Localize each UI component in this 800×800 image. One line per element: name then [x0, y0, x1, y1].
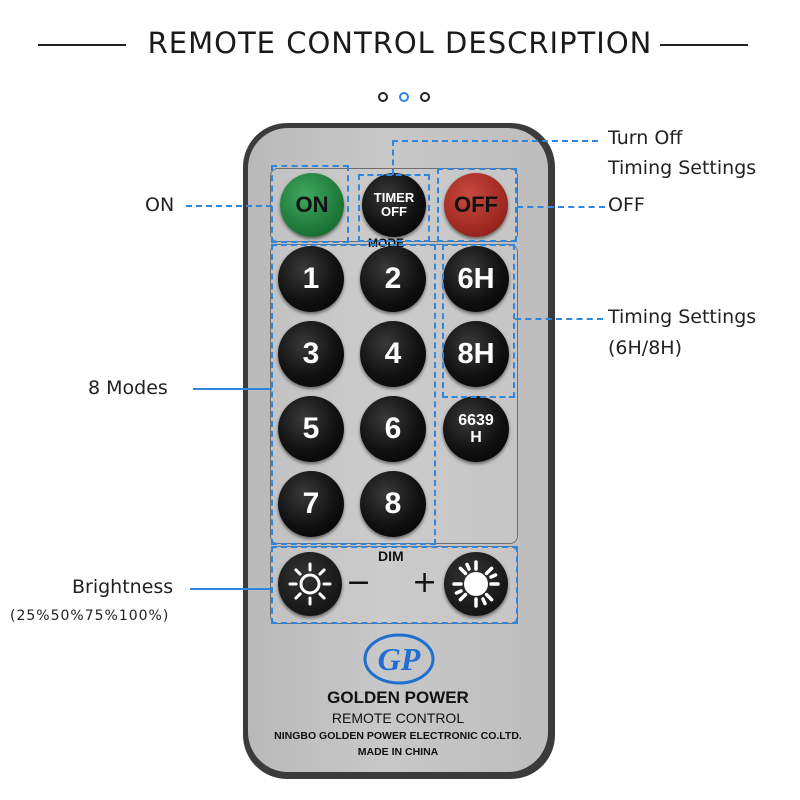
callout-timing-1: Timing Settings — [608, 306, 757, 328]
on-button[interactable]: ON — [280, 173, 344, 237]
gp-logo: GP — [363, 633, 435, 685]
mode-button-5[interactable]: 5 — [278, 396, 344, 462]
timer-6639h-button[interactable]: 6639 H — [443, 396, 509, 462]
off-connector — [517, 206, 605, 208]
off-highlight — [437, 168, 517, 242]
timing-highlight — [442, 244, 515, 398]
mode-button-1[interactable]: 1 — [278, 246, 344, 312]
mode-button-label: 6 — [384, 412, 402, 445]
mode-button-label: 8 — [384, 487, 402, 520]
gp-logo-text: GP — [378, 641, 421, 677]
on-connector — [186, 205, 272, 207]
timer-off-label-line1: TIMER — [373, 190, 415, 205]
mode-button-label: 5 — [302, 412, 320, 445]
callout-brightness: Brightness — [72, 576, 174, 598]
timer-off-highlight — [358, 174, 430, 242]
timer-off-connector-v — [392, 140, 394, 175]
off-button[interactable]: OFF — [444, 173, 508, 237]
timer-6639h-label-line1: 6639 — [458, 412, 494, 429]
sun-outline-icon — [288, 562, 332, 606]
minus-sign: − — [346, 565, 372, 600]
dim-up-button[interactable] — [444, 552, 508, 616]
timer-off-label-line2: OFF — [381, 204, 407, 219]
dim-label: DIM — [378, 548, 404, 564]
carousel-pagination — [378, 92, 438, 104]
company-name: NINGBO GOLDEN POWER ELECTRONIC CO.LTD. — [274, 730, 522, 742]
timer-6639h-label-line2: H — [470, 429, 482, 446]
callout-modes: 8 Modes — [88, 377, 168, 399]
title-rule-left — [38, 44, 126, 46]
callout-on: ON — [145, 194, 175, 216]
title-rule-right — [660, 44, 748, 46]
modes-connector — [193, 388, 272, 390]
callout-turn-off-timing-1: Turn Off — [608, 127, 683, 149]
mode-button-2[interactable]: 2 — [360, 246, 426, 312]
plus-sign: + — [412, 565, 438, 600]
dim-down-button[interactable] — [278, 552, 342, 616]
product-name: REMOTE CONTROL — [331, 710, 465, 726]
mode-button-label: 1 — [302, 262, 320, 295]
sun-filled-icon — [452, 560, 500, 608]
modes-highlight — [271, 244, 436, 545]
mode-button-7[interactable]: 7 — [278, 471, 344, 537]
off-button-label: OFF — [454, 192, 498, 217]
dim-highlight — [271, 546, 518, 624]
carousel-dot-2[interactable] — [399, 92, 409, 102]
timing-connector — [515, 318, 603, 320]
timer-8h-label: 8H — [457, 337, 495, 370]
callout-turn-off-timing-2: Timing Settings — [608, 157, 757, 179]
on-button-label: ON — [295, 192, 329, 217]
carousel-dot-3[interactable] — [420, 92, 430, 102]
brightness-connector — [190, 588, 272, 590]
timer-off-button[interactable]: TIMER OFF — [362, 173, 426, 237]
header: REMOTE CONTROL DESCRIPTION — [0, 22, 800, 68]
page-title: REMOTE CONTROL DESCRIPTION — [147, 26, 653, 60]
timer-off-connector-h — [392, 140, 598, 142]
mode-button-8[interactable]: 8 — [360, 471, 426, 537]
mode-button-6[interactable]: 6 — [360, 396, 426, 462]
made-in-label: MADE IN CHINA — [357, 746, 439, 758]
mode-button-label: 2 — [384, 262, 402, 295]
callout-timing-2: (6H/8H) — [608, 337, 682, 359]
brand-name: GOLDEN POWER — [327, 688, 469, 707]
callout-brightness-levels: (25%50%75%100%) — [10, 608, 170, 624]
callout-off: OFF — [608, 194, 645, 216]
timer-6h-button[interactable]: 6H — [443, 246, 509, 312]
carousel-dot-1[interactable] — [378, 92, 388, 102]
mode-button-label: 3 — [302, 337, 320, 370]
mode-button-label: 4 — [384, 337, 402, 370]
mode-button-4[interactable]: 4 — [360, 321, 426, 387]
mode-button-3[interactable]: 3 — [278, 321, 344, 387]
mode-button-label: 7 — [302, 487, 320, 520]
timer-8h-button[interactable]: 8H — [443, 321, 509, 387]
timer-6h-label: 6H — [457, 262, 495, 295]
on-highlight — [271, 165, 349, 243]
